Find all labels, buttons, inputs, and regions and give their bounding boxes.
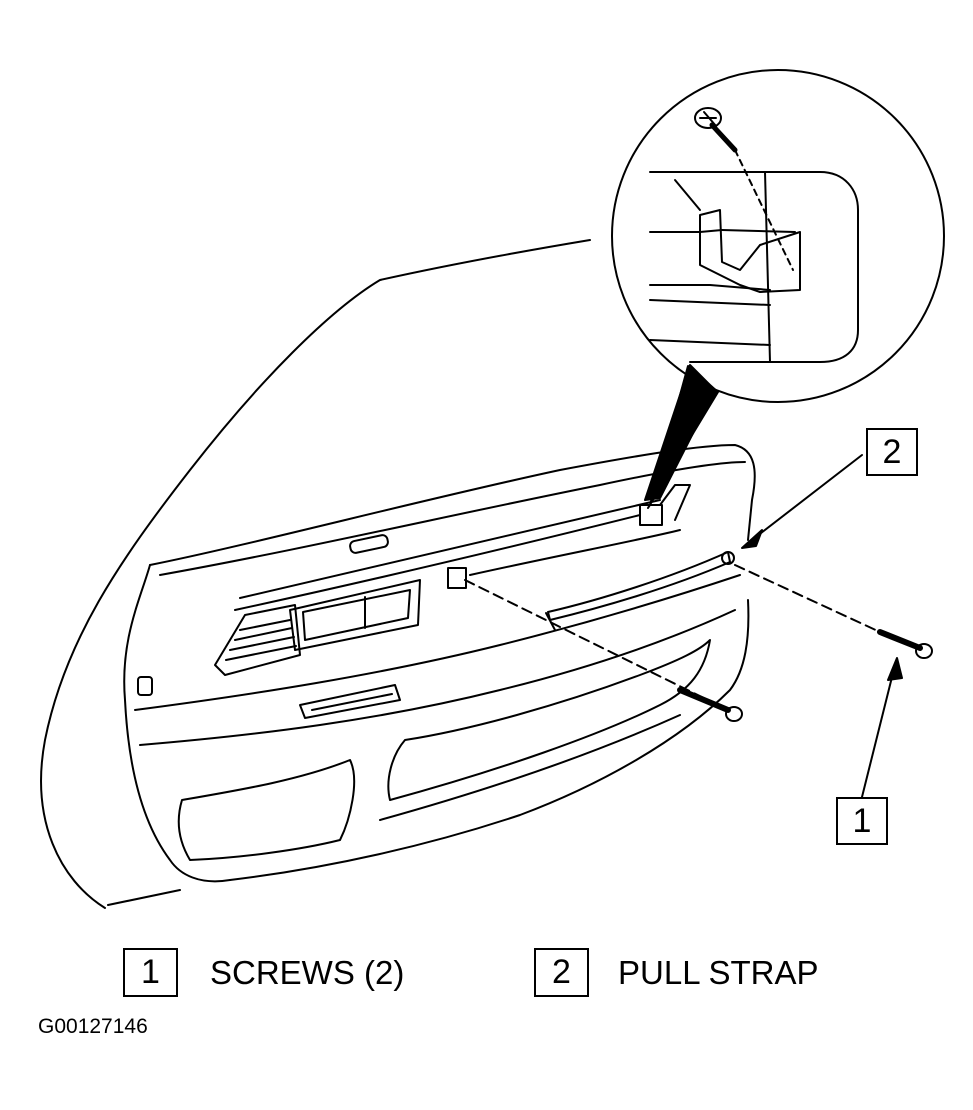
pull-strap-end-clip — [722, 552, 734, 564]
screw-icon-right — [880, 632, 932, 658]
side-button — [138, 677, 152, 695]
screw-path-lower — [465, 580, 728, 710]
legend-number-2: 2 — [534, 948, 589, 997]
upper-clip — [448, 568, 466, 588]
speaker-grille-lines — [226, 620, 296, 660]
door-shell-outline — [41, 240, 590, 908]
leader-arrow-1 — [862, 658, 902, 797]
speaker-grille — [215, 605, 300, 675]
legend-number-1: 1 — [123, 948, 178, 997]
detail-bracket — [700, 210, 800, 292]
clip-detail-magnifier — [612, 70, 944, 508]
lower-pocket-right — [388, 640, 710, 800]
callout-1: 1 — [836, 797, 888, 845]
callout-2: 2 — [866, 428, 918, 476]
lock-knob — [349, 534, 389, 554]
screw-icon-lower — [680, 690, 742, 721]
screw-path-right — [735, 565, 880, 632]
pull-strap — [548, 552, 730, 620]
legend-label-screws: SCREWS (2) — [210, 954, 405, 991]
figure-id: G00127146 — [38, 1015, 148, 1038]
inside-handle-bezel — [290, 580, 420, 650]
legend-label-pull-strap: PULL STRAP — [618, 954, 819, 991]
leader-arrow-2 — [742, 455, 862, 548]
detail-screw-icon — [695, 108, 735, 150]
grab-slot — [300, 685, 400, 718]
lower-pocket-left — [179, 760, 354, 860]
door-trim-panel — [124, 445, 755, 881]
